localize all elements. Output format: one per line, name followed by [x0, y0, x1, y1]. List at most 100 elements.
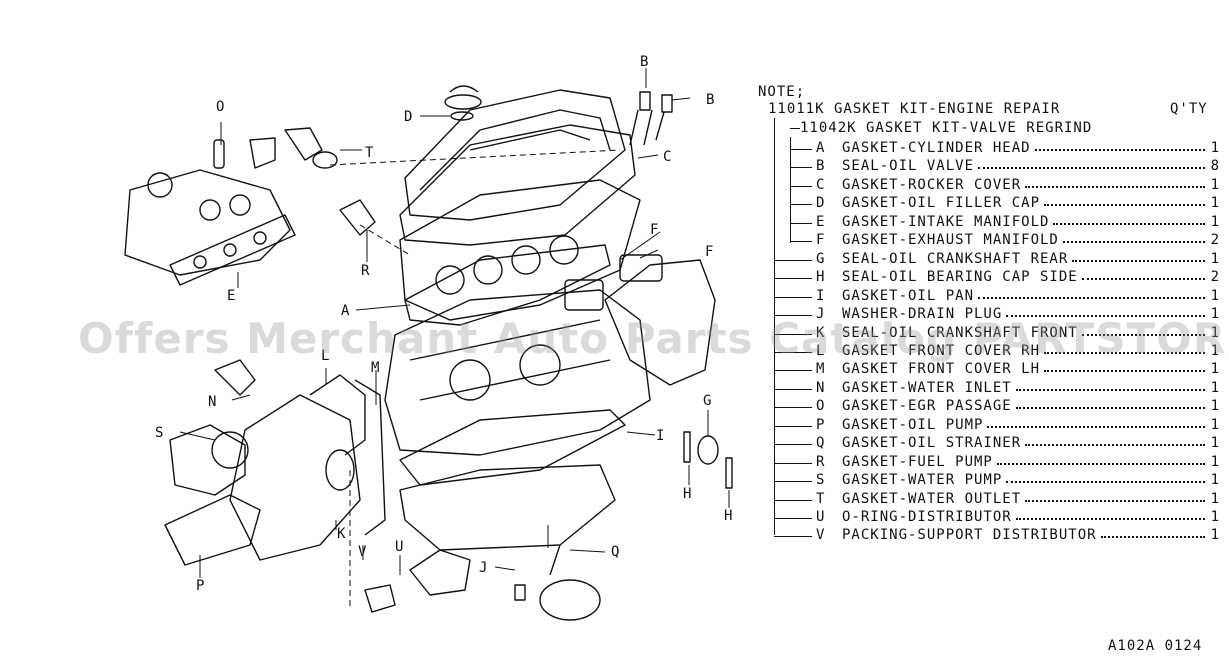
tree-connector	[774, 297, 812, 298]
leader-dots	[978, 167, 1205, 169]
rocker-cover-drawing	[404, 89, 626, 221]
leader-dots	[1044, 352, 1205, 354]
valve-seal-drawing	[639, 91, 651, 111]
part-qty: 1	[1210, 195, 1220, 211]
part-qty: 1	[1210, 527, 1220, 543]
part-name: GASKET-OIL FILLER CAP	[842, 195, 1041, 211]
tree-connector	[774, 500, 812, 501]
oil-pan-gasket-drawing	[399, 409, 626, 486]
water-inlet-drawing	[214, 359, 256, 396]
part-name: GASKET-ROCKER COVER	[842, 177, 1022, 193]
leader-dots	[1082, 334, 1205, 336]
cap-seal-drawing	[683, 431, 691, 463]
callout-s: S	[155, 425, 163, 441]
part-letter: N	[816, 380, 826, 396]
kit-valve-regrind: 11042K GASKET KIT-VALVE REGRIND	[800, 120, 1093, 136]
callout-o: O	[216, 99, 224, 115]
tree-connector	[774, 444, 812, 445]
part-name: WASHER-DRAIN PLUG	[842, 306, 1003, 322]
callout-e: E	[227, 288, 235, 304]
leader-dots	[978, 297, 1205, 299]
oil-pump-drawing	[164, 494, 261, 566]
callout-a: A	[341, 303, 350, 319]
part-letter: P	[816, 417, 826, 433]
callout-c: C	[663, 149, 671, 165]
tree-connector	[790, 204, 812, 205]
tree-connector	[790, 186, 812, 187]
callout-h1: H	[683, 486, 691, 502]
leader-dots	[1053, 223, 1205, 225]
tree-connector	[790, 149, 812, 150]
part-letter: D	[816, 195, 826, 211]
part-qty: 1	[1210, 140, 1220, 156]
drain-plug-drawing	[514, 584, 526, 601]
callout-v: V	[358, 544, 367, 560]
leader-dots	[1035, 149, 1205, 151]
leader-dots	[1063, 241, 1205, 243]
callout-j: J	[479, 560, 487, 576]
tree-connector	[774, 315, 812, 316]
part-name: SEAL-OIL VALVE	[842, 158, 975, 174]
callout-d: D	[404, 109, 412, 125]
water-outlet-drawing	[284, 127, 323, 161]
distributor-drawing	[409, 549, 471, 596]
diagram-code: A102A 0124	[1108, 638, 1203, 654]
leader-dots	[1025, 500, 1205, 502]
leader-dots	[1044, 204, 1205, 206]
leader-dots	[1072, 260, 1205, 262]
part-letter: Q	[816, 435, 826, 451]
part-name: GASKET-WATER INLET	[842, 380, 1012, 396]
leader-dots	[987, 426, 1205, 428]
tree-connector	[774, 426, 812, 427]
part-qty: 1	[1210, 361, 1220, 377]
part-letter: R	[816, 454, 826, 470]
part-letter: L	[816, 343, 826, 359]
part-letter: B	[816, 158, 826, 174]
leader-dots	[1025, 186, 1205, 188]
tree-connector	[774, 481, 812, 482]
callout-b1: B	[640, 54, 648, 70]
part-letter: O	[816, 398, 826, 414]
part-letter: J	[816, 306, 826, 322]
part-qty: 1	[1210, 472, 1220, 488]
part-letter: M	[816, 361, 826, 377]
part-name: GASKET-CYLINDER HEAD	[842, 140, 1031, 156]
callout-m: M	[371, 360, 379, 376]
part-name: SEAL-OIL CRANKSHAFT REAR	[842, 251, 1069, 267]
qty-header: Q'TY	[1170, 101, 1208, 117]
part-letter: K	[816, 325, 826, 341]
intake-manifold-drawing	[124, 169, 291, 276]
engine-block-drawing	[384, 289, 651, 456]
callout-p: P	[196, 578, 204, 594]
tree-connector	[774, 463, 812, 464]
part-name: GASKET-WATER OUTLET	[842, 491, 1022, 507]
callout-k: K	[337, 526, 346, 542]
leader-dots	[1016, 407, 1205, 409]
callout-g: G	[703, 393, 711, 409]
parts-list: NOTE; 11011K GASKET KIT-ENGINE REPAIR Q'…	[752, 84, 1222, 554]
leader-dots	[1006, 481, 1205, 483]
oil-pan-drawing	[399, 464, 616, 551]
tree-connector	[774, 407, 812, 408]
tree-connector	[774, 334, 812, 335]
water-pump-drawing	[169, 424, 246, 496]
part-name: GASKET-INTAKE MANIFOLD	[842, 214, 1050, 230]
tree-line-sub-top	[790, 128, 800, 129]
leader-dots	[1016, 518, 1205, 520]
callout-t: T	[365, 145, 374, 161]
part-qty: 1	[1210, 214, 1220, 230]
